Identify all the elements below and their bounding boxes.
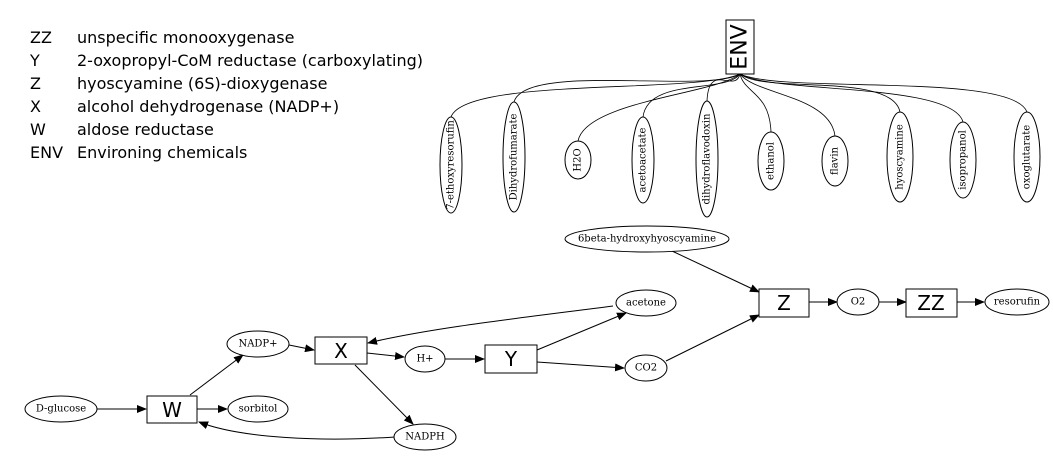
legend-name: 2-oxopropyl-CoM reductase (carboxylating… (77, 51, 424, 70)
env-chemical: flavin (821, 135, 849, 187)
legend-row-zz: ZZ unspecific monooxygenase (30, 26, 423, 49)
env-link (642, 73, 741, 118)
env-chemical: oxoglutarate (1013, 111, 1041, 203)
legend-name: Environing chemicals (77, 143, 248, 162)
env-chemical-label: isopropanol (958, 130, 969, 190)
enzyme-z: Z (758, 288, 810, 318)
env-link (739, 73, 772, 133)
edge-w-nadpplus (189, 354, 244, 396)
env-chemical: Dihydrofumarate (502, 101, 526, 213)
metabolite-label: NADP+ (238, 339, 277, 350)
legend-name: hyoscyamine (6S)-dioxygenase (77, 74, 328, 93)
env-chemical-label: 7-ethoxyresorufin (446, 120, 457, 210)
enzyme-label: ZZ (917, 291, 944, 315)
metabolite-label: H+ (416, 354, 433, 365)
enzyme-w: W (146, 395, 198, 424)
edge-acetone-x (367, 305, 614, 345)
enzyme-label: Y (504, 347, 518, 371)
enzyme-zz: ZZ (905, 288, 958, 318)
env-chemical: ethanol (757, 131, 785, 191)
metabolite-label: NADPH (405, 432, 445, 443)
legend-abbr: W (30, 120, 46, 139)
env-link (739, 73, 901, 113)
metabolite-label: 6beta-hydroxyhyoscyamine (578, 234, 716, 245)
metabolite-hydroxyhyoscyamine: 6beta-hydroxyhyoscyamine (564, 225, 730, 253)
enzyme-label: Z (777, 291, 791, 315)
edge-x-nadph (354, 364, 414, 425)
env-chemical-label: dihydroflavodoxin (702, 113, 713, 204)
edge-nadpplus-x (288, 344, 315, 353)
metabolite-dglucose: D-glucose (24, 395, 98, 423)
enzyme-x: X (314, 336, 368, 365)
env-chemical: 7-ethoxyresorufin (439, 116, 463, 214)
metabolite-sorbitol: sorbitol (227, 395, 289, 423)
legend-name: unspecific monooxygenase (77, 28, 295, 47)
env-chemical: hyoscyamine (886, 111, 914, 203)
edge-co2-z (665, 314, 760, 362)
env-chemical-label: Dihydrofumarate (509, 114, 520, 201)
enzyme-label: X (334, 339, 348, 363)
env-chemical-label: oxoglutarate (1022, 125, 1033, 189)
legend-row-y: Y 2-oxopropyl-CoM reductase (carboxylatin… (30, 49, 423, 72)
enzyme-y: Y (484, 344, 538, 374)
legend-abbr: Y (30, 51, 40, 70)
legend-name: alcohol dehydrogenase (NADP+) (77, 97, 340, 116)
env-node: ENV (725, 19, 755, 75)
legend-abbr: X (30, 97, 41, 116)
edge-y-acetone (536, 312, 627, 351)
metabolite-label: resorufin (994, 297, 1041, 308)
env-chemicals: 7-ethoxyresorufin Dihydrofumarate H2O ac… (439, 100, 1041, 218)
enzyme-label: W (162, 398, 182, 422)
reaction-edges (97, 250, 985, 440)
edge-nadph-w (198, 421, 396, 440)
edge-x-hplus (366, 352, 405, 361)
metabolite-label: sorbitol (239, 404, 278, 415)
env-link (739, 73, 964, 123)
env-chemical-label: acetoacetate (638, 127, 649, 192)
metabolite-nadph: NADPH (393, 423, 457, 451)
metabolite-label: acetone (626, 298, 666, 309)
env-chemical: acetoacetate (631, 116, 655, 204)
env-link (739, 73, 1028, 113)
legend-row-env: ENV Environing chemicals (30, 141, 423, 164)
metabolite-o2: O2 (836, 288, 880, 316)
env-label: ENV (728, 24, 753, 69)
metabolite-label: D-glucose (36, 404, 86, 415)
env-chemical: isopropanol (949, 121, 977, 199)
env-chemical-label: hyoscyamine (895, 124, 906, 190)
env-chemical: H2O (564, 140, 592, 180)
env-link (513, 73, 741, 103)
metabolite-hplus: H+ (404, 345, 446, 373)
env-chemical: dihydroflavodoxin (695, 100, 719, 218)
env-chemical-label: flavin (830, 146, 841, 174)
legend: ZZ unspecific monooxygenase Y 2-oxopropyl-… (30, 26, 423, 164)
edge-hydroxyhyoscyamine-z (671, 250, 760, 293)
metabolite-resorufin: resorufin (984, 288, 1050, 316)
env-link (739, 73, 836, 137)
edge-y-co2 (536, 361, 625, 372)
metabolite-label: O2 (851, 297, 866, 308)
env-links (450, 73, 1028, 142)
metabolite-nadpplus: NADP+ (226, 330, 290, 358)
legend-name: aldose reductase (77, 120, 214, 139)
env-chemical-label: ethanol (766, 142, 777, 180)
metabolite-co2: CO2 (624, 354, 668, 382)
metabolite-acetone: acetone (615, 289, 677, 317)
legend-abbr: ZZ (30, 28, 52, 47)
legend-abbr: ENV (30, 143, 64, 162)
metabolite-label: CO2 (635, 363, 657, 374)
env-chemical-label: H2O (573, 148, 584, 171)
env-link (706, 73, 741, 102)
legend-abbr: Z (30, 74, 41, 93)
